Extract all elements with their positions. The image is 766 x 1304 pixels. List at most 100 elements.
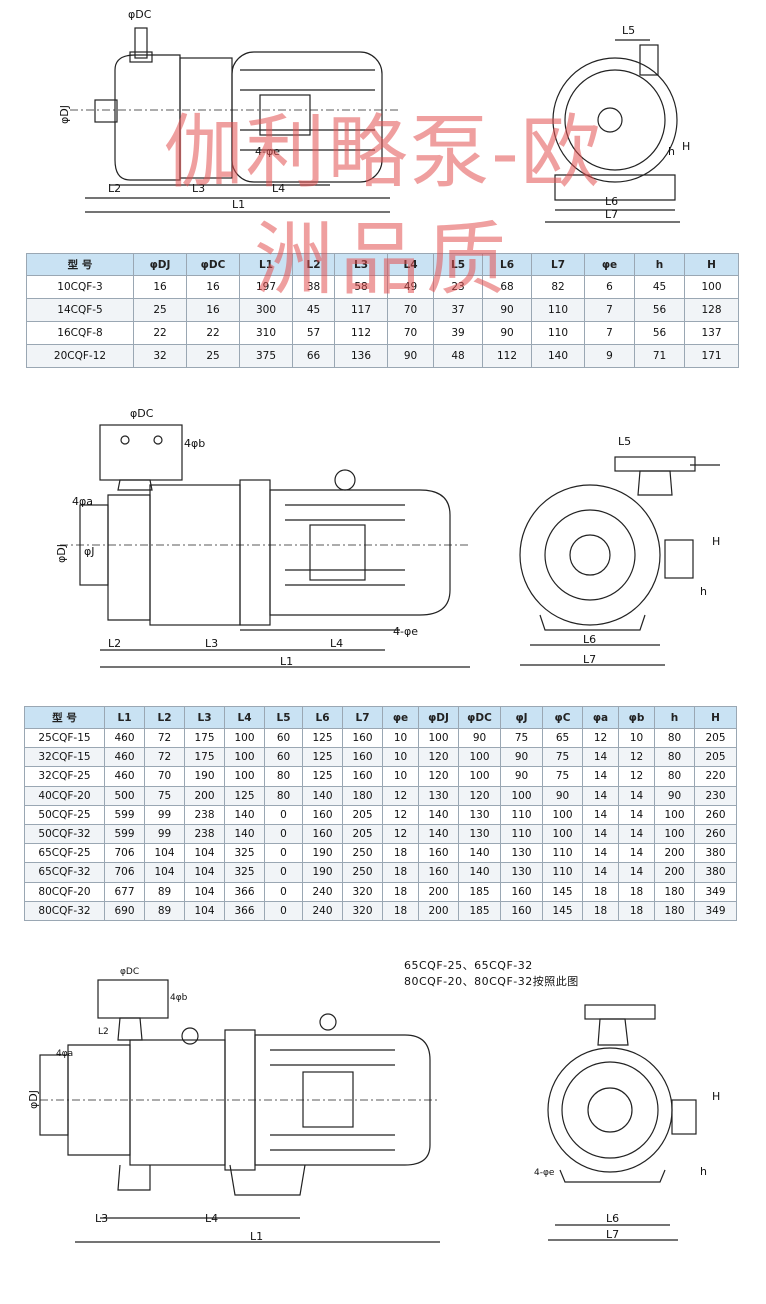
table-header-cell: φDC xyxy=(458,706,501,729)
table-cell: 14 xyxy=(618,862,655,883)
table-header-cell: L4 xyxy=(387,253,434,276)
table-cell: 18 xyxy=(382,881,419,902)
table-cell: 80 xyxy=(264,766,303,787)
table-cell: 240 xyxy=(302,881,343,902)
table-cell: 349 xyxy=(694,900,737,921)
table-cell: 220 xyxy=(694,766,737,787)
table-cell: 300 xyxy=(239,298,293,322)
table-cell: 100 xyxy=(458,766,501,787)
table-cell: 45 xyxy=(634,275,685,299)
table-cell: 12 xyxy=(382,804,419,825)
table-cell: 71 xyxy=(634,344,685,368)
table-cell: 18 xyxy=(382,862,419,883)
table-header-cell: 型 号 xyxy=(24,706,105,729)
table-cell: 10CQF-3 xyxy=(26,275,134,299)
table-cell: 145 xyxy=(542,900,583,921)
table-cell: 14 xyxy=(582,785,619,806)
pump-drawing-medium: φDC 4φb 4φa φJ φDJ L2 L3 L4 L1 4-φe L5 L… xyxy=(0,395,766,700)
table-cell: 75 xyxy=(144,785,185,806)
table-cell: 50CQF-25 xyxy=(24,804,105,825)
table-cell: 145 xyxy=(542,881,583,902)
table-cell: 70 xyxy=(387,298,434,322)
table-cell: 260 xyxy=(694,804,737,825)
dim-l7: L7 xyxy=(606,1228,619,1241)
table-cell: 38 xyxy=(292,275,335,299)
table-cell: 706 xyxy=(104,862,145,883)
table-cell: 89 xyxy=(144,900,185,921)
table-cell: 0 xyxy=(264,843,303,864)
table-header-cell: L6 xyxy=(482,253,532,276)
table-cell: 100 xyxy=(542,823,583,845)
table-cell: 66 xyxy=(292,344,335,368)
table-cell: 130 xyxy=(418,785,459,806)
dim-l7: L7 xyxy=(605,208,618,221)
dim-h: h xyxy=(668,145,675,158)
table-cell: 40CQF-20 xyxy=(24,785,105,806)
table-cell: 20CQF-12 xyxy=(26,344,134,368)
table-cell: 104 xyxy=(184,862,225,883)
table-cell: 460 xyxy=(104,727,145,749)
table-header-cell: φa xyxy=(582,706,619,729)
dim-l4: L4 xyxy=(272,182,285,195)
table-cell: 100 xyxy=(458,747,501,768)
drawing-note: 65CQF-25、65CQF-32 80CQF-20、80CQF-32按照此图 xyxy=(404,958,579,990)
table-cell: 14 xyxy=(582,823,619,845)
table-cell: 14 xyxy=(582,843,619,864)
table-cell: 320 xyxy=(342,881,383,902)
table-cell: 125 xyxy=(302,747,343,768)
table-cell: 238 xyxy=(184,804,225,825)
table-cell: 160 xyxy=(418,862,459,883)
table-cell: 160 xyxy=(302,823,343,845)
table-header-cell: L5 xyxy=(264,706,303,729)
table-cell: 125 xyxy=(302,727,343,749)
table-cell: 200 xyxy=(418,900,459,921)
dim-l7: L7 xyxy=(583,653,596,666)
table-cell: 18 xyxy=(618,900,655,921)
table-cell: 80CQF-20 xyxy=(24,881,105,902)
table-cell: 238 xyxy=(184,823,225,845)
table-cell: 160 xyxy=(342,766,383,787)
table-cell: 185 xyxy=(458,900,501,921)
table-cell: 310 xyxy=(239,321,293,345)
table-cell: 49 xyxy=(387,275,434,299)
table-cell: 99 xyxy=(144,823,185,845)
dim-l6: L6 xyxy=(606,1212,619,1225)
table-cell: 200 xyxy=(654,843,695,864)
dim-H: H xyxy=(712,1090,720,1103)
table-cell: 250 xyxy=(342,843,383,864)
table-cell: 325 xyxy=(224,862,265,883)
table-cell: 22 xyxy=(186,321,240,345)
table-cell: 140 xyxy=(224,823,265,845)
table-cell: 100 xyxy=(224,766,265,787)
table-cell: 100 xyxy=(500,785,543,806)
table-cell: 80 xyxy=(654,766,695,787)
table-cell: 110 xyxy=(542,843,583,864)
table-cell: 180 xyxy=(654,900,695,921)
table-cell: 137 xyxy=(684,321,739,345)
table-header-cell: φDJ xyxy=(133,253,187,276)
table-cell: 82 xyxy=(531,275,585,299)
table-cell: 120 xyxy=(418,766,459,787)
table-cell: 200 xyxy=(184,785,225,806)
table-cell: 22 xyxy=(133,321,187,345)
dim-b: 4φb xyxy=(170,993,188,1003)
table-cell: 60 xyxy=(264,727,303,749)
table-cell: 75 xyxy=(500,727,543,749)
table-cell: 100 xyxy=(224,747,265,768)
table-cell: 90 xyxy=(387,344,434,368)
table-cell: 260 xyxy=(694,823,737,845)
table-cell: 104 xyxy=(184,881,225,902)
dim-l5: L5 xyxy=(622,24,635,37)
table-cell: 120 xyxy=(418,747,459,768)
table-header-cell: L4 xyxy=(224,706,265,729)
table-cell: 125 xyxy=(224,785,265,806)
table-cell: 706 xyxy=(104,843,145,864)
table-header-cell: 型 号 xyxy=(26,253,134,276)
table-cell: 56 xyxy=(634,321,685,345)
